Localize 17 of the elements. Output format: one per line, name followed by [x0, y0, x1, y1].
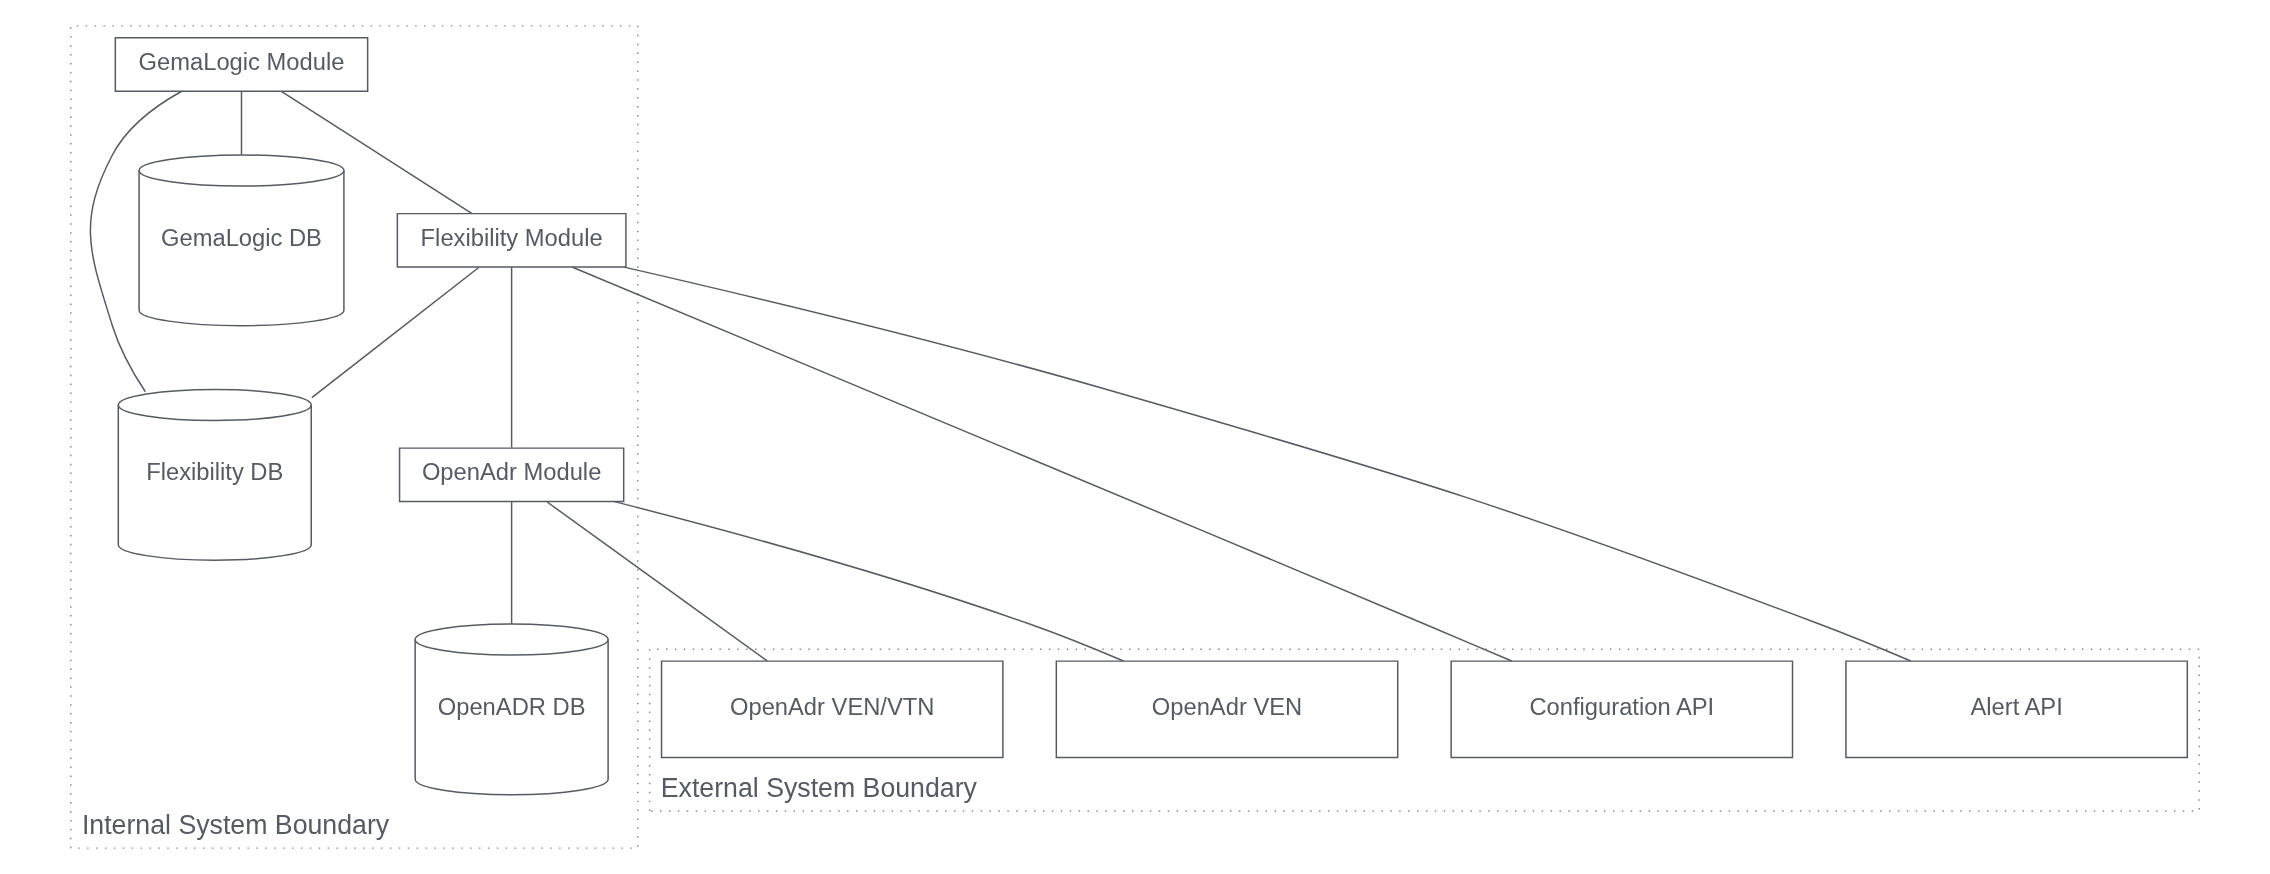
- connector: [280, 90, 473, 215]
- connector: [311, 266, 480, 399]
- node-box: Alert API: [1845, 660, 2189, 759]
- connector: [613, 500, 1125, 662]
- connector: [546, 501, 768, 662]
- node-box: OpenAdr VEN: [1055, 660, 1399, 759]
- node-box: Flexibility Module: [396, 212, 627, 268]
- node-box: OpenAdr Module: [398, 447, 625, 503]
- connector: [510, 266, 513, 449]
- connector: [89, 90, 183, 393]
- connector: [240, 90, 243, 156]
- connector: [510, 501, 513, 625]
- node-box: Configuration API: [1450, 660, 1794, 759]
- node-box: OpenAdr VEN/VTN: [660, 660, 1004, 759]
- connector: [623, 266, 1912, 662]
- node-box: GemaLogic Module: [114, 37, 369, 92]
- connector: [571, 266, 1513, 662]
